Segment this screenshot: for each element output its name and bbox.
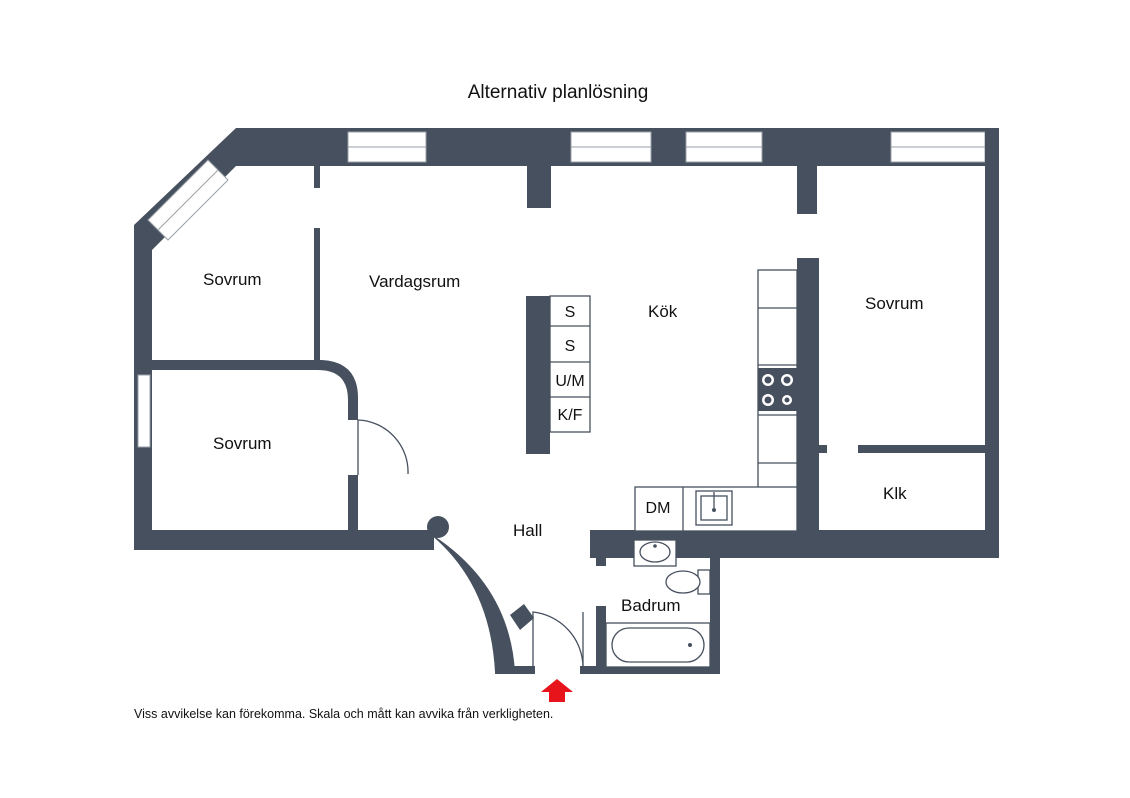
wall-sovrum-top	[152, 360, 322, 370]
label-dm: DM	[646, 500, 671, 517]
pillar-2	[797, 160, 817, 214]
wall-bath-left	[596, 606, 606, 672]
door-swing-entrance	[532, 611, 584, 669]
room-hall: Hall	[513, 521, 543, 540]
room-vardagsrum: Vardagsrum	[369, 272, 461, 291]
label-s-2: S	[565, 338, 576, 355]
label-kf: K/F	[558, 407, 583, 424]
room-klk: Klk	[883, 484, 907, 503]
room-sovrum-right: Sovrum	[865, 294, 924, 313]
toilet-icon	[665, 569, 711, 595]
wall-bath-left-upper	[596, 540, 606, 566]
wall-curved	[425, 530, 515, 672]
kitchen-island-wall	[526, 296, 550, 454]
room-sovrum-mid-left: Sovrum	[213, 434, 272, 453]
room-kok: Kök	[648, 302, 678, 321]
page-title: Alternativ planlösning	[467, 82, 649, 103]
room-sovrum-top-left: Sovrum	[203, 270, 262, 289]
room-badrum: Badrum	[621, 596, 681, 615]
stove-icon	[758, 368, 798, 411]
wall-partition-vertical	[314, 228, 320, 364]
wall-sovrum-right	[797, 258, 819, 558]
bathroom-sink-icon	[633, 539, 677, 567]
windows-top	[347, 131, 986, 163]
label-um: U/M	[555, 373, 584, 390]
wall-bath-right	[710, 550, 720, 674]
wall-bottom-left	[134, 530, 434, 550]
arrow-up-icon	[541, 679, 573, 702]
door-swing-bedroom	[357, 419, 409, 475]
wall-entrance-right	[580, 666, 720, 674]
label-s-1: S	[565, 304, 576, 321]
window-left	[137, 374, 151, 448]
wall-klk-top	[858, 445, 989, 453]
disclaimer-note: Viss avvikelse kan förekomma. Skala och …	[134, 707, 554, 721]
island-cabinets	[549, 295, 591, 433]
kitchen-sink-icon	[695, 490, 733, 526]
wall-right	[985, 128, 999, 558]
bathtub-icon	[605, 622, 711, 668]
wall-entrance-left	[495, 666, 535, 674]
wall-curved-corner	[314, 360, 358, 420]
pillar-1	[527, 160, 551, 208]
